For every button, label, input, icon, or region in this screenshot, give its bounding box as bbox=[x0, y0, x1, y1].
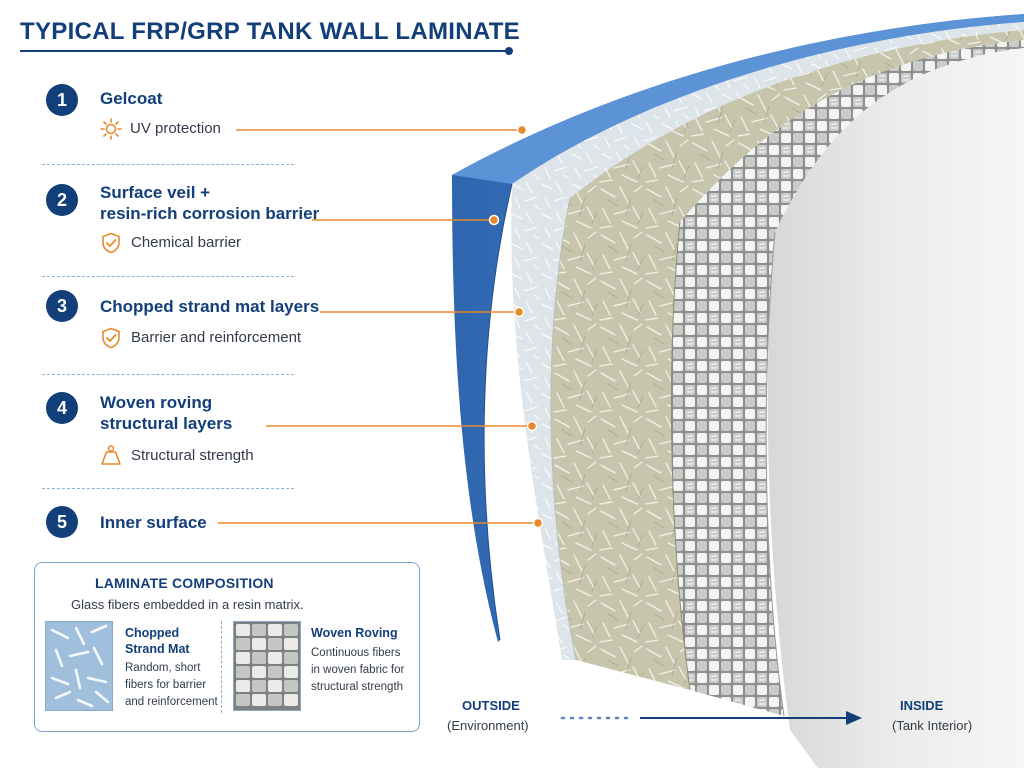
inside-sublabel: (Tank Interior) bbox=[892, 718, 973, 733]
leader-dot-woven bbox=[526, 420, 538, 432]
shield-check-icon bbox=[102, 232, 120, 254]
woven-roving-description: Continuous fibers in woven fabric for st… bbox=[311, 647, 405, 693]
weight-icon bbox=[101, 445, 121, 465]
inside-label: INSIDE bbox=[900, 698, 944, 713]
composition-title: LAMINATE COMPOSITION bbox=[95, 575, 274, 591]
layer-subtitle-chopped-strand-mat: Barrier and reinforcement bbox=[131, 329, 302, 346]
leader-dot-surface-veil bbox=[488, 214, 500, 226]
title-underline-dot bbox=[505, 47, 513, 55]
layer-divider bbox=[42, 374, 294, 375]
laminate-composition-panel: LAMINATE COMPOSITION Glass fibers embedd… bbox=[34, 562, 420, 732]
layer-subtitle-surface-veil: Chemical barrier bbox=[131, 234, 242, 251]
layer-number-5: 5 bbox=[46, 506, 78, 538]
shield-check-icon bbox=[102, 327, 120, 349]
layer-number-2: 2 bbox=[46, 184, 78, 216]
layer-number-3: 3 bbox=[46, 290, 78, 322]
chopped-strand-mat-description: Random, short fibers for barrier and rei… bbox=[125, 662, 218, 708]
composition-description: Glass fibers embedded in a resin matrix. bbox=[71, 597, 304, 612]
layer-title-chopped-strand-mat: Chopped strand mat layers bbox=[100, 297, 320, 316]
layer-title-woven-roving: Woven roving structural layers bbox=[100, 393, 233, 433]
woven-roving-swatch bbox=[233, 621, 301, 711]
layer-title-inner-surface: Inner surface bbox=[100, 513, 207, 532]
page-title: TYPICAL FRP/GRP TANK WALL LAMINATE bbox=[20, 18, 520, 45]
sun-icon bbox=[100, 118, 122, 140]
composition-divider bbox=[221, 621, 222, 713]
title-underline bbox=[20, 50, 508, 52]
direction-arrow bbox=[560, 711, 862, 725]
layer-divider bbox=[42, 164, 294, 165]
chopped-strand-mat-name: Chopped Strand Mat bbox=[125, 626, 190, 656]
outside-label: OUTSIDE bbox=[462, 698, 520, 713]
layer-subtitle-gelcoat: UV protection bbox=[130, 120, 221, 137]
leader-dot-gelcoat bbox=[516, 124, 528, 136]
inner-surface-layer bbox=[767, 48, 1024, 768]
layer-title-surface-veil: Surface veil + resin-rich corrosion barr… bbox=[100, 183, 320, 223]
outside-sublabel: (Environment) bbox=[447, 718, 529, 733]
layer-number-4: 4 bbox=[46, 392, 78, 424]
woven-roving-name: Woven Roving bbox=[311, 626, 398, 640]
woven-roving-layer bbox=[671, 40, 1024, 716]
gelcoat-top-face bbox=[452, 14, 1024, 184]
layer-divider bbox=[42, 488, 294, 489]
chopped-strand-mat-swatch bbox=[45, 621, 113, 711]
layer-divider bbox=[42, 276, 294, 277]
layer-subtitle-woven-roving: Structural strength bbox=[131, 447, 254, 464]
leader-dot-inner bbox=[532, 517, 544, 529]
layer-title-gelcoat: Gelcoat bbox=[100, 89, 163, 108]
leader-dot-csm bbox=[513, 306, 525, 318]
layer-number-1: 1 bbox=[46, 84, 78, 116]
